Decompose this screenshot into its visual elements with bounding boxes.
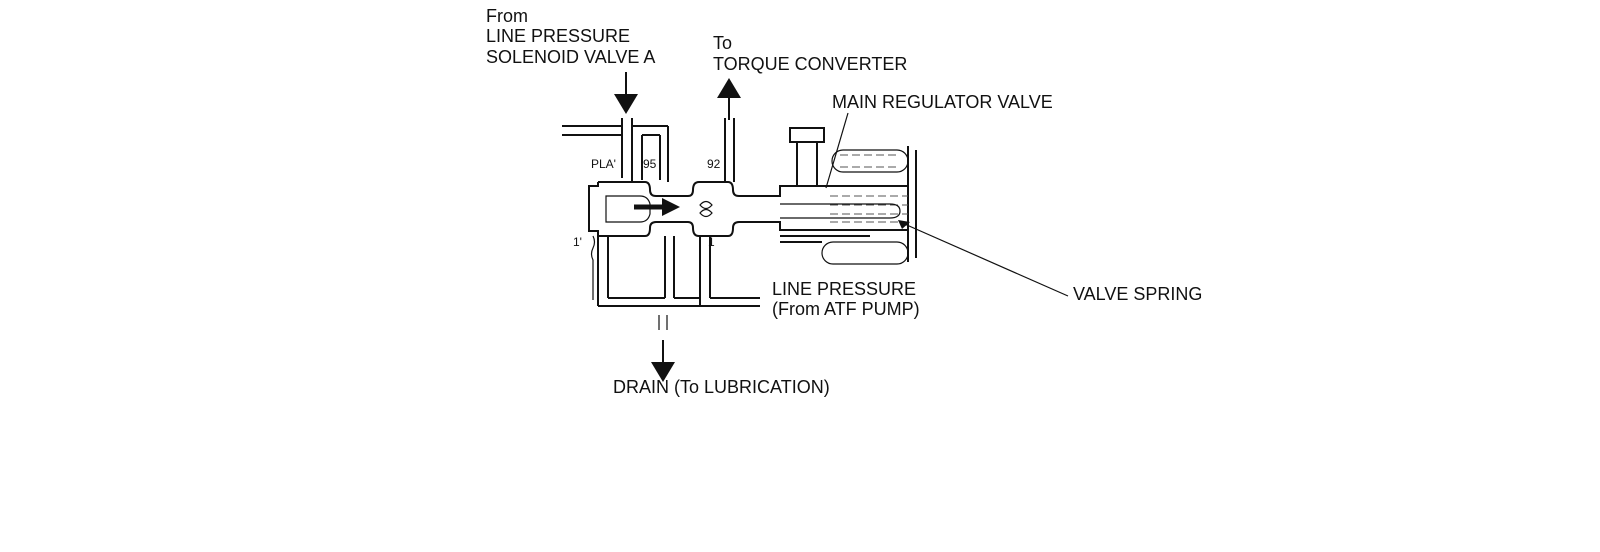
spring-chamber [780, 146, 917, 265]
upper-passages [562, 118, 735, 182]
port-label-95: 95 [643, 157, 657, 171]
label-to: To [713, 33, 732, 53]
label-from: From [486, 6, 528, 26]
label-torque-converter: TORQUE CONVERTER [713, 54, 907, 74]
label-drain: DRAIN (To LUBRICATION) [613, 377, 830, 397]
valve-body [588, 181, 828, 330]
label-solenoid-valve-a: SOLENOID VALVE A [486, 47, 655, 67]
label-valve-spring: VALVE SPRING [1073, 284, 1202, 304]
retaining-bolt [789, 127, 825, 187]
label-from-atf-pump: (From ATF PUMP) [772, 299, 920, 319]
port-label-1-prime: 1' [573, 235, 582, 249]
label-main-regulator-valve: MAIN REGULATOR VALVE [832, 92, 1053, 112]
label-line-pressure-top: LINE PRESSURE [486, 26, 630, 46]
port-label-92: 92 [707, 157, 721, 171]
leader-valve-spring [899, 221, 1069, 297]
port-label-1: 1 [708, 235, 715, 249]
port-label-pla: PLA' [591, 157, 616, 171]
spool-direction-arrow [634, 198, 680, 216]
label-line-pressure-pump: LINE PRESSURE [772, 279, 916, 299]
leader-valve-spring-tip [898, 220, 910, 229]
leader-main-regulator-valve [825, 112, 849, 189]
